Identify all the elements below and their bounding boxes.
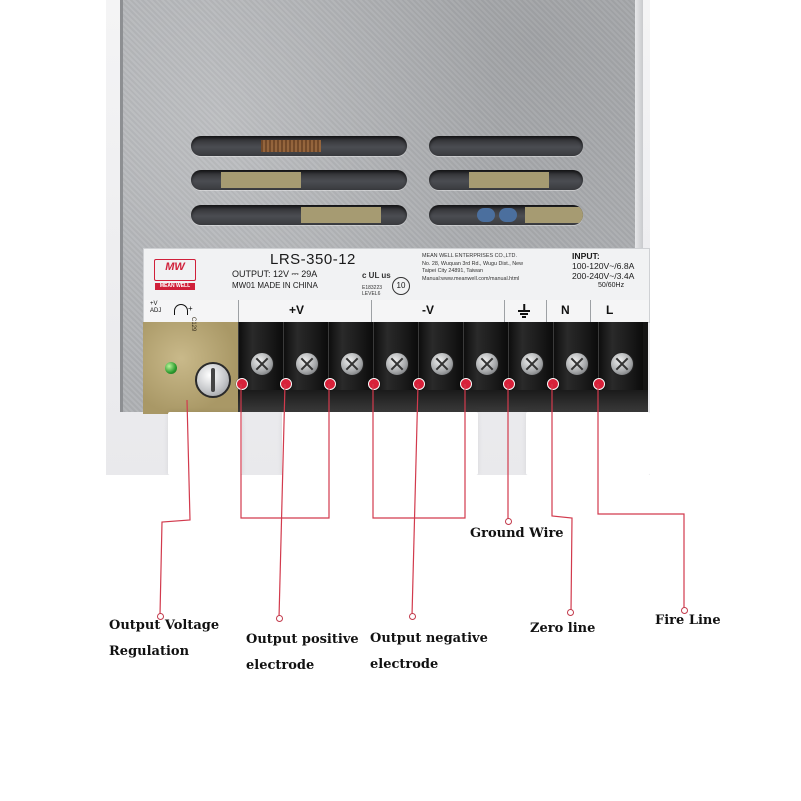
callout-end-dot bbox=[409, 613, 416, 620]
callout-ground-wire: Ground Wire bbox=[470, 526, 564, 541]
power-supply-chassis: MW MEAN WELL LRS-350-12 OUTPUT: 12V ⎓ 29… bbox=[120, 0, 650, 414]
adj-plus-label: + bbox=[188, 304, 193, 313]
foam-block-center bbox=[282, 412, 478, 475]
leader-negative-stem bbox=[411, 383, 419, 617]
terminal-dot-plus-v-2 bbox=[280, 378, 292, 390]
output-rating: OUTPUT: 12V ⎓ 29A bbox=[232, 269, 318, 279]
efficiency-level-icon: 10 bbox=[392, 277, 410, 295]
potentiometer-icon[interactable] bbox=[195, 362, 231, 398]
terminal-dot-line bbox=[593, 378, 605, 390]
divider bbox=[590, 300, 591, 322]
foam-block-right bbox=[526, 412, 650, 475]
led-indicator-icon bbox=[165, 362, 177, 374]
vent-slot-right-3 bbox=[429, 205, 583, 225]
minus-v-label: -V bbox=[422, 303, 434, 317]
vent-slot-right-1 bbox=[429, 136, 583, 156]
terminal-dot-plus-v-1 bbox=[236, 378, 248, 390]
certification-code: E183223 LEVEL6 bbox=[362, 285, 383, 297]
terminal-dot-neutral bbox=[547, 378, 559, 390]
screw-terminal-icon[interactable] bbox=[565, 352, 589, 376]
screw-terminal-icon[interactable] bbox=[340, 352, 364, 376]
vent-slot-left-1 bbox=[191, 136, 407, 156]
adj-label: +V ADJ bbox=[150, 301, 162, 314]
screw-terminal-icon[interactable] bbox=[520, 352, 544, 376]
product-label: MW MEAN WELL LRS-350-12 OUTPUT: 12V ⎓ 29… bbox=[143, 248, 650, 302]
screw-terminal-icon[interactable] bbox=[295, 352, 319, 376]
callout-output-positive: Output positive electrode bbox=[246, 632, 359, 673]
callout-end-dot bbox=[567, 609, 574, 616]
adjust-arc-icon bbox=[174, 304, 188, 315]
ground-symbol-icon bbox=[518, 304, 530, 318]
plus-v-label: +V bbox=[289, 303, 305, 317]
neutral-label: N bbox=[561, 303, 570, 317]
power-supply-photo: MW MEAN WELL LRS-350-12 OUTPUT: 12V ⎓ 29… bbox=[106, 0, 650, 475]
company-line: Taipei City 24891, Taiwan bbox=[422, 268, 484, 274]
divider bbox=[371, 300, 372, 322]
callout-end-dot bbox=[276, 615, 283, 622]
vent-slot-left-2 bbox=[191, 170, 407, 190]
manufacturer-address: MEAN WELL ENTERPRISES CO.,LTD. No. 28, W… bbox=[422, 253, 562, 283]
divider bbox=[504, 300, 505, 322]
screw-terminal-icon[interactable] bbox=[475, 352, 499, 376]
leader-fire bbox=[597, 384, 685, 610]
callout-end-dot bbox=[505, 518, 512, 525]
screw-terminal-icon[interactable] bbox=[610, 352, 634, 376]
leader-positive-bracket bbox=[240, 384, 330, 519]
input-line: 100-120V~/6.8A bbox=[572, 261, 635, 271]
callout-output-negative: Output negative electrode bbox=[370, 631, 488, 672]
terminal-block-base bbox=[238, 390, 648, 412]
company-line: Manual:www.meanwell.com/manual.html bbox=[422, 275, 520, 282]
input-line: 200-240V~/3.4A bbox=[572, 271, 635, 281]
leader-voltage-regulation bbox=[159, 399, 191, 616]
terminal-dot-minus-v-3 bbox=[460, 378, 472, 390]
line-label: L bbox=[606, 303, 614, 317]
callout-end-dot bbox=[157, 613, 164, 620]
adjustment-pcb: C129 bbox=[143, 317, 240, 414]
chassis-side-rail bbox=[635, 0, 643, 412]
company-line: MEAN WELL ENTERPRISES CO.,LTD. bbox=[422, 253, 517, 259]
screw-terminal-icon[interactable] bbox=[430, 352, 454, 376]
screw-terminal-icon[interactable] bbox=[250, 352, 274, 376]
vent-slot-left-3 bbox=[191, 205, 407, 225]
divider bbox=[238, 300, 239, 322]
input-frequency: 50/60Hz bbox=[598, 282, 625, 289]
divider bbox=[546, 300, 547, 322]
foam-block-left bbox=[168, 412, 242, 475]
input-title: INPUT: bbox=[572, 251, 600, 261]
mean-well-logo: MW MEAN WELL bbox=[154, 259, 196, 290]
callout-zero-line: Zero line bbox=[530, 621, 596, 636]
company-line: No. 28, Wuquan 3rd Rd., Wugu Dist., New bbox=[422, 260, 524, 267]
leader-negative-bracket bbox=[372, 384, 466, 519]
callout-output-voltage-regulation: Output Voltage Regulation bbox=[109, 618, 220, 659]
terminal-dot-ground bbox=[503, 378, 515, 390]
brand-subtitle: MEAN WELL bbox=[155, 283, 195, 290]
origin-line: MW01 MADE IN CHINA bbox=[232, 281, 318, 290]
leader-zero bbox=[551, 384, 573, 613]
brand-mark: MW bbox=[165, 261, 185, 273]
ul-certification-mark: c UL us bbox=[362, 271, 391, 280]
terminal-dot-plus-v-3 bbox=[324, 378, 336, 390]
callout-fire-line: Fire Line bbox=[655, 613, 721, 628]
leader-positive-stem bbox=[278, 383, 286, 619]
terminal-dot-minus-v-1 bbox=[368, 378, 380, 390]
vent-slot-right-2 bbox=[429, 170, 583, 190]
screw-terminal-icon[interactable] bbox=[385, 352, 409, 376]
callout-end-dot bbox=[681, 607, 688, 614]
input-rating: INPUT: 100-120V~/6.8A 200-240V~/3.4A 50/… bbox=[572, 251, 650, 291]
terminal-dot-minus-v-2 bbox=[413, 378, 425, 390]
model-number: LRS-350-12 bbox=[270, 251, 356, 268]
